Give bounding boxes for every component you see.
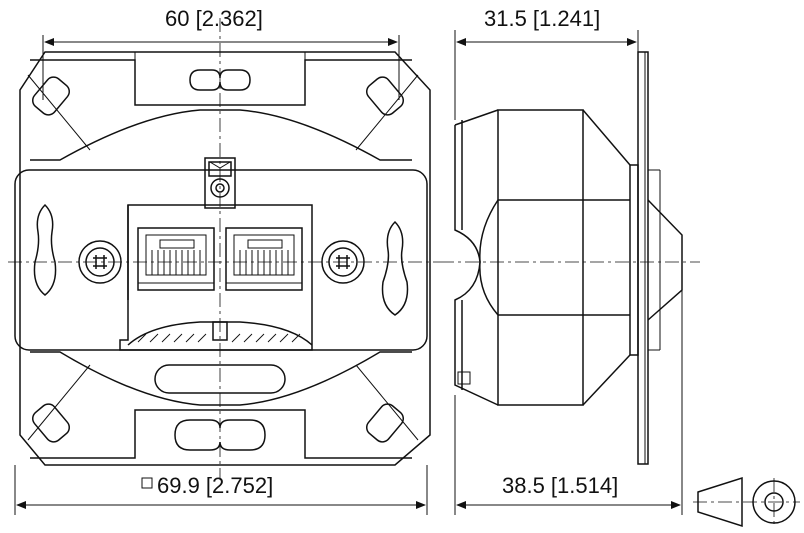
keyhole-bottom (174, 419, 266, 451)
top-frame-ticks (134, 52, 306, 60)
dim-side-depth-label: 31.5 [1.241] (484, 6, 600, 31)
dim-overall-square-label: 69.9 [2.752] (157, 473, 273, 498)
square-icon (141, 477, 153, 489)
side-latch (457, 371, 471, 385)
corner-slot-bottom-right (365, 403, 405, 443)
corner-slot-top-right (365, 76, 405, 116)
side-cone (647, 199, 683, 321)
rj45-port-right (225, 227, 303, 291)
label-slot (154, 364, 286, 394)
corner-ribs (27, 74, 419, 441)
rj45-port-left (137, 227, 215, 291)
top-frame-web (30, 59, 412, 161)
dim-overall-depth: 38.5 [1.514] (454, 290, 683, 515)
side-view: 31.5 [1.241] 38.5 [1.514] (440, 6, 700, 515)
corner-slot-top-left (31, 76, 71, 116)
terminal-hatch (137, 333, 301, 343)
earth-clamp (204, 157, 236, 209)
terminal-divider (212, 321, 228, 341)
third-angle-projection-icon (693, 476, 800, 528)
corner-slot-bottom-left (31, 403, 71, 443)
dim-front-width: 60 [2.362] (42, 6, 400, 100)
dim-side-depth: 31.5 [1.241] (454, 6, 639, 120)
front-view: 60 [2.362] 69.9 [2.752] (8, 6, 440, 515)
dim-front-width-label: 60 [2.362] (165, 6, 263, 31)
jack-housing (119, 204, 313, 351)
bottom-frame-web (30, 351, 412, 459)
side-cover-edge (629, 164, 639, 356)
dim-overall-square: 69.9 [2.752] (14, 465, 428, 515)
screw-right (321, 240, 365, 284)
side-body (497, 109, 584, 406)
keyhole-left (33, 203, 57, 296)
side-mounting-plate (637, 51, 649, 465)
mounting-frame-outline (19, 51, 431, 466)
dim-overall-depth-label: 38.5 [1.514] (502, 473, 618, 498)
side-jack-profile (454, 109, 499, 406)
keyhole-top (189, 69, 251, 91)
screw-left (78, 240, 122, 284)
keyhole-right (381, 220, 409, 316)
